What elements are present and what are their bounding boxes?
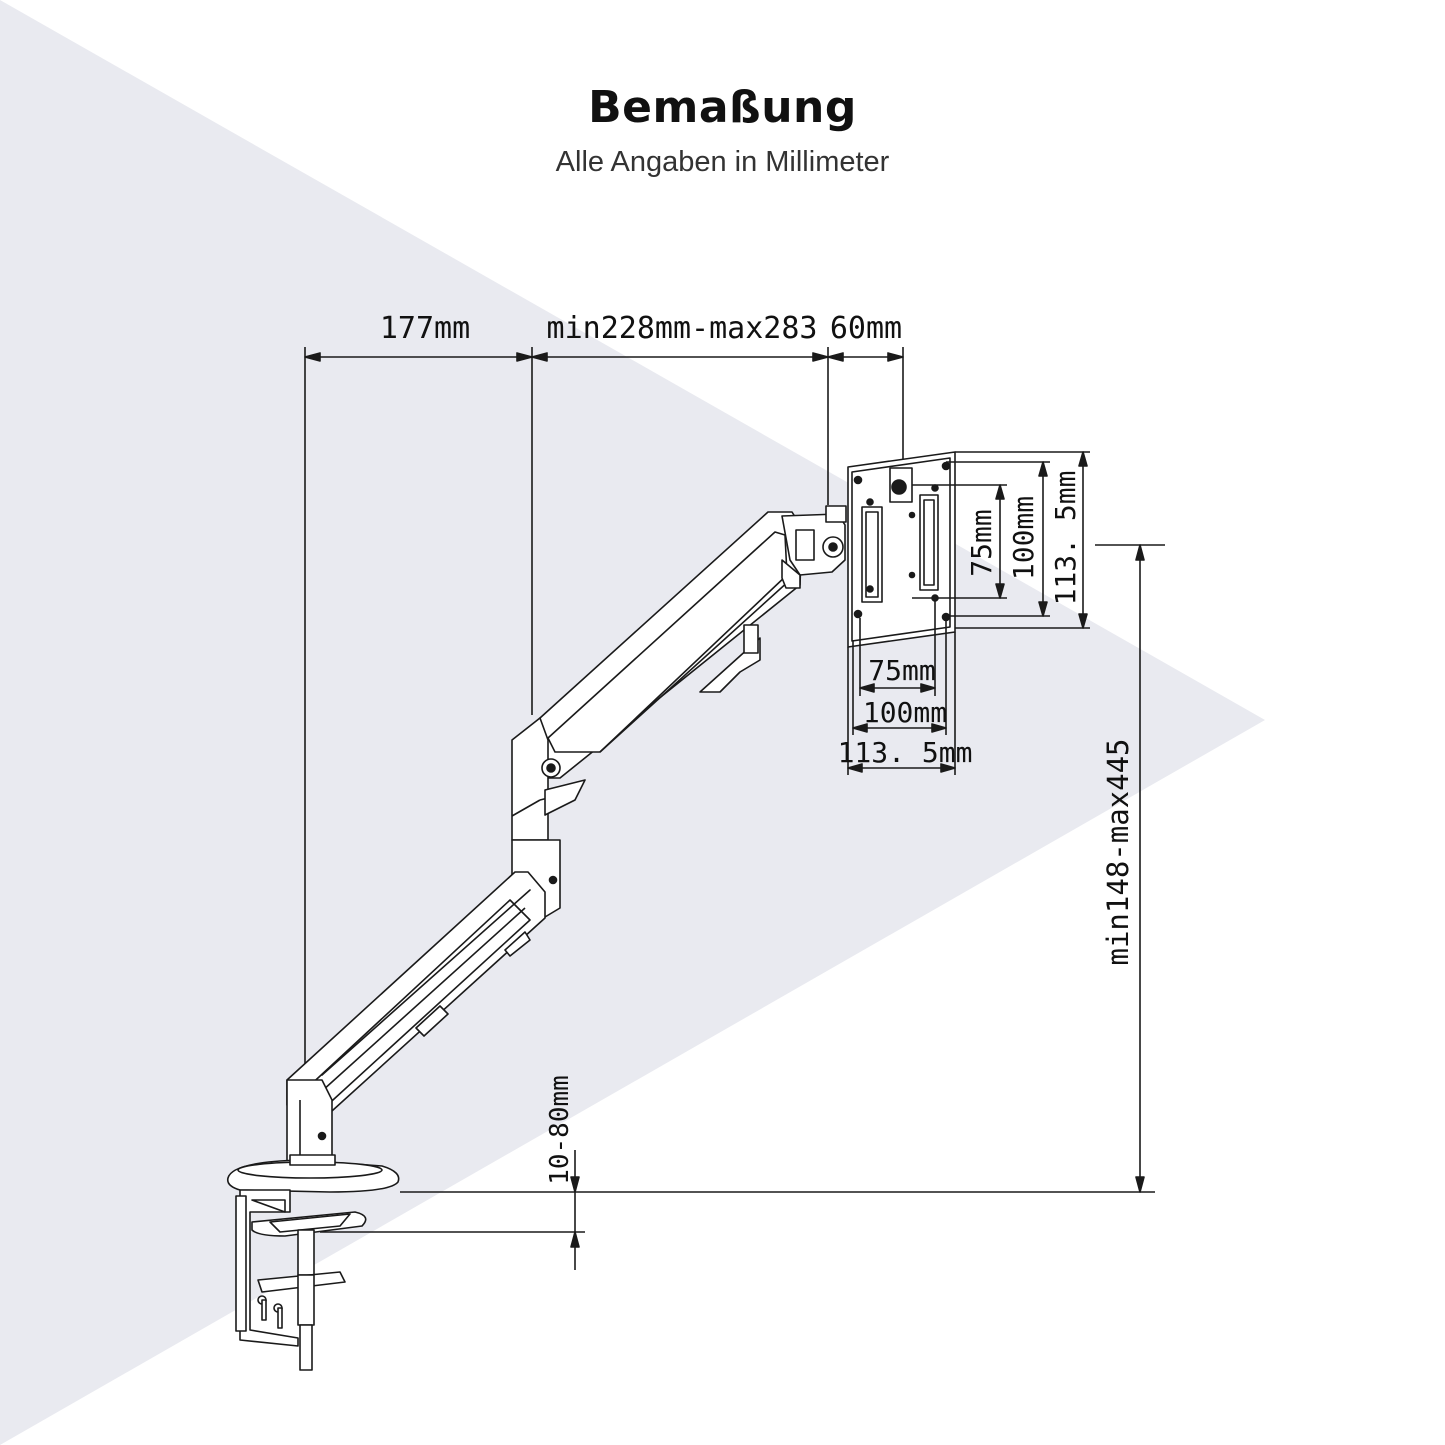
desk-base-plate [226, 1154, 400, 1193]
label-60: 60mm [830, 311, 902, 346]
desk-clamp [235, 1189, 367, 1371]
vesa-vertical-dimensions [912, 451, 1090, 629]
top-dimension-lines [304, 347, 904, 1080]
page-subtitle: Alle Angaben in Millimeter [555, 146, 890, 178]
label-height: min148-max445 [1101, 739, 1135, 966]
base-column [286, 1079, 333, 1163]
label-vesa-h-100: 100mm [863, 696, 947, 729]
upper-arm [514, 511, 803, 779]
label-vesa-h-75: 75mm [868, 654, 935, 687]
vesa-horizontal-dimensions [847, 600, 956, 775]
lower-arm [286, 871, 546, 1121]
vesa-plate [847, 451, 956, 648]
height-dimension [400, 544, 1165, 1193]
label-177: 177mm [380, 311, 470, 346]
tilt-head [781, 505, 847, 589]
label-vesa-h-113: 113. 5mm [838, 736, 973, 769]
label-clamp: 10-80mm [545, 1075, 575, 1185]
label-vesa-v-100: 100mm [1007, 496, 1040, 580]
label-reach: min228mm-max283 [547, 311, 818, 346]
clamp-dimension [320, 1150, 585, 1270]
page-title: Bemaßung [588, 82, 857, 133]
dimension-labels: 177mm min228mm-max283 60mm 75mm 100mm 11… [380, 311, 1135, 1185]
label-vesa-v-113: 113. 5mm [1049, 471, 1082, 606]
label-vesa-v-75: 75mm [965, 509, 998, 576]
